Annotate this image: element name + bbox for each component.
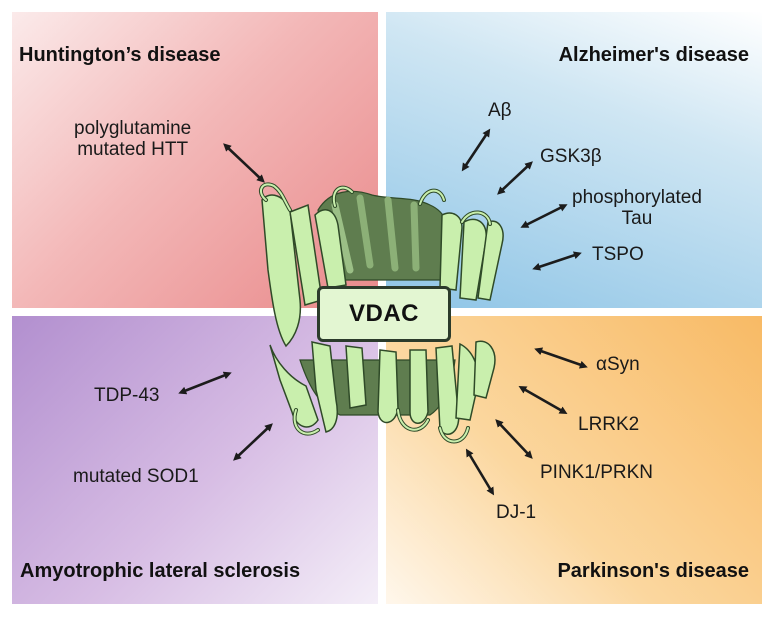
factor-tau-line1: phosphorylated — [572, 187, 702, 208]
vdac-label: VDAC — [348, 300, 419, 327]
barrel-loop-highlights — [259, 183, 491, 443]
arrow-asyn — [534, 347, 588, 369]
factor-htt-line2: mutated HTT — [77, 139, 189, 160]
huntington-title: Huntington’s disease — [19, 44, 221, 66]
factor-tau-line2: Tau — [621, 208, 653, 229]
factor-abeta: Aβ — [488, 100, 512, 121]
arrow-gsk3b — [497, 161, 533, 195]
arrow-abeta — [461, 128, 491, 172]
factor-asyn: αSyn — [596, 354, 640, 375]
factor-tdp43: TDP-43 — [94, 385, 160, 406]
factor-htt: polyglutamine mutated HTT — [74, 118, 191, 160]
factor-pink1: PINK1/PRKN — [540, 462, 653, 483]
arrow-tdp43 — [178, 371, 232, 395]
factor-tspo: TSPO — [592, 244, 644, 265]
als-title: Amyotrophic lateral sclerosis — [20, 560, 301, 582]
alzheimer-title: Alzheimer's disease — [558, 44, 749, 66]
factor-tau: phosphorylated Tau — [572, 187, 702, 229]
huntington-panel — [12, 12, 378, 308]
barrel-front-strands — [261, 194, 504, 435]
arrow-sod1 — [233, 423, 273, 461]
arrow-dj1 — [465, 448, 495, 496]
factor-lrrk2: LRRK2 — [578, 414, 640, 435]
factor-gsk3b: GSK3β — [540, 146, 602, 167]
arrow-lrrk2 — [518, 386, 568, 414]
arrow-tau — [520, 204, 568, 228]
vdac-label-box: VDAC — [317, 286, 451, 342]
factor-dj1: DJ-1 — [496, 502, 537, 523]
factor-htt-line1: polyglutamine — [74, 118, 192, 139]
interaction-arrows — [178, 128, 588, 496]
arrow-htt — [223, 143, 265, 183]
parkinson-title: Parkinson's disease — [557, 560, 749, 582]
factor-sod1: mutated SOD1 — [73, 466, 199, 487]
arrow-pink1 — [495, 419, 533, 459]
arrow-tspo — [532, 251, 582, 271]
